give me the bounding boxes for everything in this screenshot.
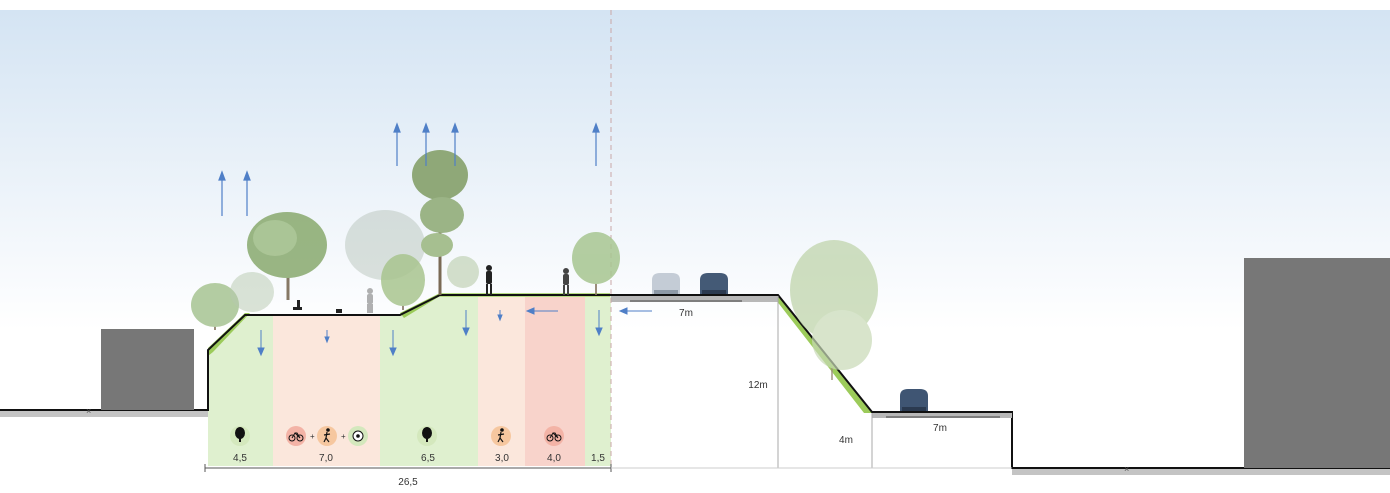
pedestrian-badge [491, 426, 511, 446]
ground-strip-right [1012, 469, 1390, 475]
pedestrian-icon [497, 428, 505, 443]
infiltration-arrows [257, 310, 603, 357]
up-arrow-icon [243, 170, 251, 216]
tree-icon [447, 256, 479, 288]
up-arrow-icon [451, 122, 459, 166]
down-arrow-icon [257, 330, 265, 357]
zone-badges: + + [230, 426, 564, 446]
plus-sign: + [310, 432, 315, 441]
height-upper-label: 12m [748, 380, 767, 391]
zone-width-label: 7,0 [319, 453, 333, 464]
road-lower-width-label: 7m [933, 423, 947, 434]
ground-marker-left: × [86, 406, 91, 416]
bicycle-badge [544, 426, 564, 446]
road-upper-width-label: 7m [679, 308, 693, 319]
person-icon [563, 268, 569, 295]
trees [191, 150, 878, 380]
road-lower-surface [872, 413, 1012, 418]
ground-strip-left [0, 411, 208, 417]
ball-icon [352, 430, 364, 442]
pedestrian-badge [317, 426, 337, 446]
air-arrows [218, 122, 600, 216]
person-icon [486, 265, 492, 295]
zone-band-green-2 [380, 296, 478, 466]
down-arrow-icon [389, 330, 397, 357]
up-arrow-icon [218, 170, 226, 216]
tree-badge [417, 426, 437, 446]
zone-width-label: 4,0 [547, 453, 561, 464]
tree-badge [230, 426, 250, 446]
plus-sign: + [341, 432, 346, 441]
up-arrow-icon [422, 122, 430, 166]
tree-icon [790, 240, 878, 380]
runoff-arrows [525, 307, 652, 315]
tree-icon [412, 150, 468, 295]
height-lower-label: 4m [839, 435, 853, 446]
pedestrian-icon [323, 428, 331, 443]
building-right [1244, 258, 1390, 468]
zone-width-label: 1,5 [591, 453, 605, 464]
ball-badge [348, 426, 368, 446]
slope-green-edge-mid [400, 293, 445, 318]
tree-icon [247, 212, 327, 300]
zone-width-label: 4,5 [233, 453, 247, 464]
car-icon [652, 273, 680, 294]
bench-icon [293, 300, 342, 313]
tree-icon [572, 232, 620, 295]
up-arrow-icon [393, 122, 401, 166]
tree-icon [191, 283, 239, 330]
zone-width-label: 6,5 [421, 453, 435, 464]
bicycle-icon [546, 432, 562, 442]
building-left [101, 329, 194, 410]
tree-icon [230, 272, 274, 312]
total-width-label: 26,5 [398, 477, 418, 488]
left-arrow-icon [618, 307, 652, 315]
tree-icon [422, 427, 432, 442]
bicycle-icon [288, 432, 304, 442]
zone-width-label: 3,0 [495, 453, 509, 464]
sky-background [0, 10, 1390, 330]
left-arrow-icon [525, 307, 558, 315]
bicycle-badge [286, 426, 306, 446]
car-icon [700, 273, 728, 294]
down-arrow-icon [462, 310, 470, 337]
slope-green-edge-left [208, 313, 250, 356]
ground-marker-right: × [1124, 464, 1129, 474]
road-upper-surface [611, 296, 778, 302]
zone-band-green-3 [585, 296, 611, 466]
down-arrow-icon [595, 310, 603, 337]
up-arrow-icon [592, 122, 600, 166]
zone-band-green-1 [208, 316, 273, 466]
down-arrow-icon [497, 310, 503, 322]
tree-icon [381, 254, 425, 310]
down-arrow-icon [324, 330, 330, 344]
tree-icon [235, 427, 245, 442]
car-icon [900, 389, 928, 411]
person-icon [367, 288, 373, 313]
